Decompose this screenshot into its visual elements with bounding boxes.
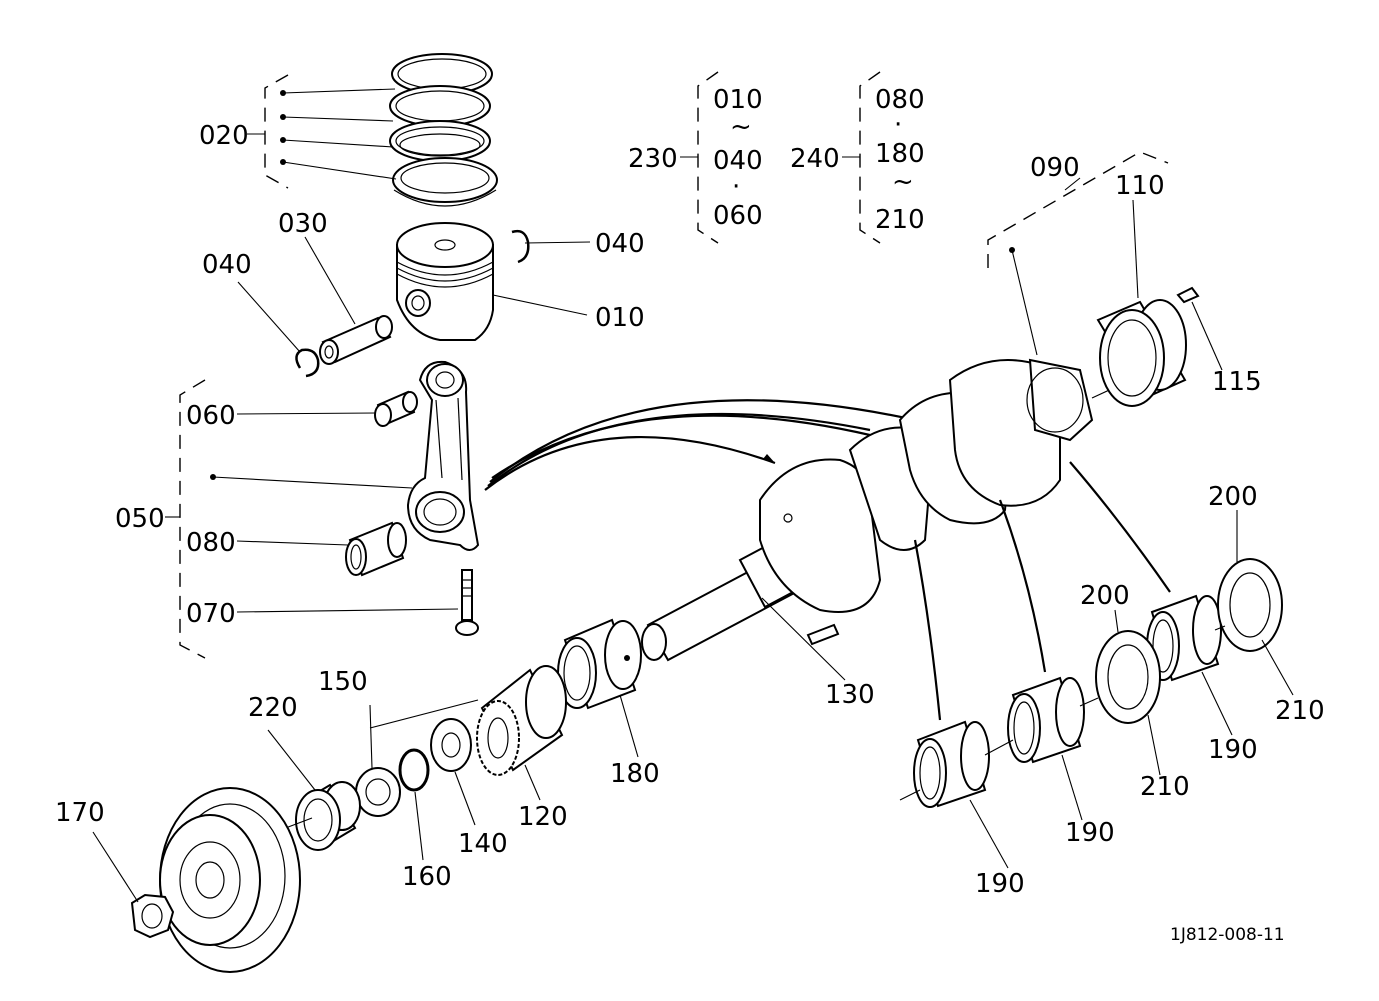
label-050: 050 xyxy=(115,504,165,534)
crank-gear-120 xyxy=(476,665,567,776)
label-020: 020 xyxy=(199,121,249,151)
set-240-line2: 180 xyxy=(875,139,925,169)
label-115: 115 xyxy=(1212,367,1262,397)
bearing-190-a xyxy=(913,720,990,808)
label-230: 230 xyxy=(628,144,678,174)
pulley xyxy=(159,787,301,973)
crankpin-bearing xyxy=(345,521,407,577)
label-160: 160 xyxy=(402,862,452,892)
snap-ring-right xyxy=(511,229,530,264)
label-120: 120 xyxy=(518,802,568,832)
label-140: 140 xyxy=(458,829,508,859)
set-240-line3: 210 xyxy=(875,205,925,235)
set-230-sep1: ~ xyxy=(730,112,752,142)
dowel-pin-115 xyxy=(1176,286,1200,304)
label-150: 150 xyxy=(318,667,368,697)
label-190-right: 190 xyxy=(1208,735,1258,765)
collar-150 xyxy=(355,767,401,817)
connecting-rod-bolt xyxy=(455,569,479,636)
nut-170 xyxy=(130,893,175,939)
label-190-left: 190 xyxy=(975,869,1025,899)
connecting-rod xyxy=(406,360,480,551)
label-070: 070 xyxy=(186,599,236,629)
bearing-190-b xyxy=(1007,676,1085,764)
thrust-washer-b xyxy=(1217,558,1283,652)
set-bracket-230 xyxy=(680,71,719,244)
woodruff-key xyxy=(806,623,840,646)
set-230-line3: 060 xyxy=(713,201,763,231)
set-240-sep1: · xyxy=(894,110,902,140)
label-240: 240 xyxy=(790,144,840,174)
label-060: 060 xyxy=(186,401,236,431)
rod-bracket-050 xyxy=(165,379,459,659)
label-210-right: 210 xyxy=(1275,696,1325,726)
label-220: 220 xyxy=(248,693,298,723)
crankshaft xyxy=(641,354,1186,662)
snap-ring-left xyxy=(295,348,320,378)
set-230-line1: 010 xyxy=(713,85,763,115)
set-230-sep2: · xyxy=(732,172,740,202)
label-200-mid: 200 xyxy=(1080,581,1130,611)
set-240-line1: 080 xyxy=(875,85,925,115)
label-040-left: 040 xyxy=(202,250,252,280)
label-210-mid: 210 xyxy=(1140,772,1190,802)
piston xyxy=(396,222,494,341)
piston-pin xyxy=(319,315,393,365)
collar-140 xyxy=(430,718,472,772)
set-240-sep2: ~ xyxy=(892,167,914,197)
label-030: 030 xyxy=(278,209,328,239)
piston-rings-group xyxy=(389,53,498,207)
ring-bracket-020 xyxy=(247,74,397,189)
label-200-right: 200 xyxy=(1208,482,1258,512)
label-180: 180 xyxy=(610,759,660,789)
label-130: 130 xyxy=(825,680,875,710)
small-end-bushing xyxy=(374,390,418,427)
drawing-code: 1J812-008-11 xyxy=(1170,925,1285,945)
thrust-washer-a xyxy=(1095,630,1161,724)
set-bracket-240 xyxy=(842,71,881,244)
bushing-180 xyxy=(557,618,642,710)
label-040-right: 040 xyxy=(595,229,645,259)
label-110: 110 xyxy=(1115,171,1165,201)
assembly-arrows xyxy=(484,399,1031,491)
label-080: 080 xyxy=(186,528,236,558)
oil-seal-220 xyxy=(295,781,361,851)
bearing-110 xyxy=(1096,299,1187,407)
bearing-190-c xyxy=(1146,594,1222,682)
label-170: 170 xyxy=(55,798,105,828)
label-010: 010 xyxy=(595,303,645,333)
label-190-mid: 190 xyxy=(1065,818,1115,848)
o-ring-160 xyxy=(398,748,430,792)
bracket-090 xyxy=(987,151,1169,356)
set-230-line2: 040 xyxy=(713,146,763,176)
label-090: 090 xyxy=(1030,153,1080,183)
